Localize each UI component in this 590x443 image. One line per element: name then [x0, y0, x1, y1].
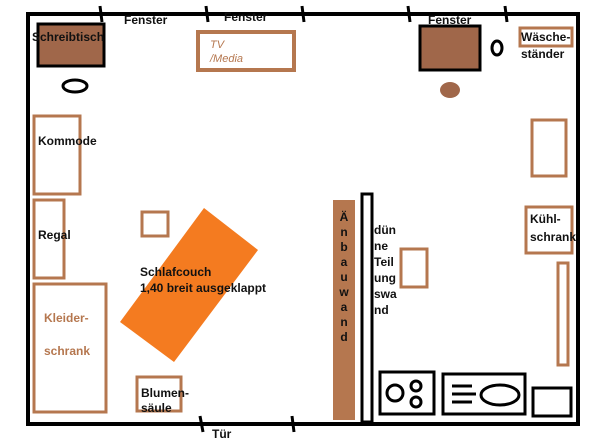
desk-chair: [61, 78, 89, 94]
regal: [32, 198, 66, 280]
door-marker: [290, 415, 296, 433]
kommode-label: Kommode: [38, 134, 97, 148]
schrank-label: schrank: [44, 344, 91, 358]
schreibtisch-label: Schreibtisch: [32, 30, 105, 44]
kleider-label: Kleider-: [44, 311, 89, 325]
door-marker: [198, 415, 205, 433]
anbauwand-letter: n: [340, 225, 348, 239]
teilungswand: [360, 192, 374, 424]
anbauwand-letter: a: [340, 300, 348, 314]
door-label: Tür: [212, 427, 232, 441]
narrow-cabinet: [556, 261, 570, 367]
blumen-label: Blumen-: [141, 386, 189, 400]
kleiderschrank: [32, 282, 108, 414]
schlafcouch-size-label: 1,40 breit ausgeklappt: [140, 281, 267, 295]
anbauwand: [333, 200, 355, 420]
table: [418, 24, 482, 72]
media-label: /Media: [210, 53, 244, 65]
anbauwand-letter: n: [340, 315, 348, 329]
tv-label: TV: [210, 39, 225, 51]
blumensaeule: [135, 375, 183, 413]
teilwand-line: nd: [374, 303, 389, 317]
appliance: [531, 386, 573, 418]
kommode: [32, 114, 82, 196]
schlafcouch-label: Schlafcouch: [140, 265, 212, 279]
teilwand-line: Teil: [374, 255, 394, 269]
kuehlschrank-label: schrank: [530, 230, 577, 244]
anbauwand-letter: w: [339, 285, 349, 299]
burner: [409, 395, 423, 409]
table-chair: [440, 82, 460, 98]
anbauwand-label: Ä n b a u w a n d: [335, 210, 353, 345]
room-walls: [26, 12, 580, 426]
side-table: [140, 210, 170, 238]
teilwand-line: swa: [374, 287, 397, 301]
anbauwand-letter: a: [340, 255, 348, 269]
waeschestaender: [518, 26, 574, 48]
tv-media: [196, 30, 296, 72]
kuehl-label: Kühl-: [530, 212, 561, 226]
teilwand-line: dün: [374, 223, 396, 237]
kuehlschrank: [524, 205, 574, 255]
sink: [441, 372, 527, 416]
stove: [378, 370, 436, 416]
door-markers: [198, 415, 296, 433]
small-round-object: [490, 39, 504, 57]
window-markers: [98, 5, 509, 23]
basin: [479, 383, 521, 407]
anbauwand-letter: Ä: [339, 210, 349, 224]
anbauwand-letter: b: [340, 240, 348, 254]
teilwand-line: ne: [374, 239, 389, 253]
anbauwand-letter: u: [340, 270, 348, 284]
anbauwand-letter: d: [340, 330, 348, 344]
window-marker: [204, 5, 210, 23]
window-marker: [503, 5, 509, 23]
saeule-label: säule: [141, 401, 172, 415]
staender-label: ständer: [521, 47, 565, 61]
teilungswand-label: dün ne Teil ung swa nd: [374, 222, 397, 318]
window-marker: [300, 5, 306, 23]
window-label: Fenster: [428, 13, 472, 27]
small-square-right: [399, 247, 429, 289]
regal-label: Regal: [38, 228, 71, 242]
burner: [409, 379, 423, 393]
window-label: Fenster: [124, 13, 168, 27]
window-marker: [98, 5, 104, 23]
window-label: Fenster: [224, 10, 268, 24]
window-marker: [406, 5, 412, 23]
cabinet-right: [530, 118, 568, 178]
schreibtisch: [36, 22, 106, 68]
schlafcouch: [120, 208, 258, 362]
burner: [385, 383, 405, 403]
teilwand-line: ung: [374, 271, 396, 285]
waesche-label: Wäsche-: [521, 30, 571, 44]
